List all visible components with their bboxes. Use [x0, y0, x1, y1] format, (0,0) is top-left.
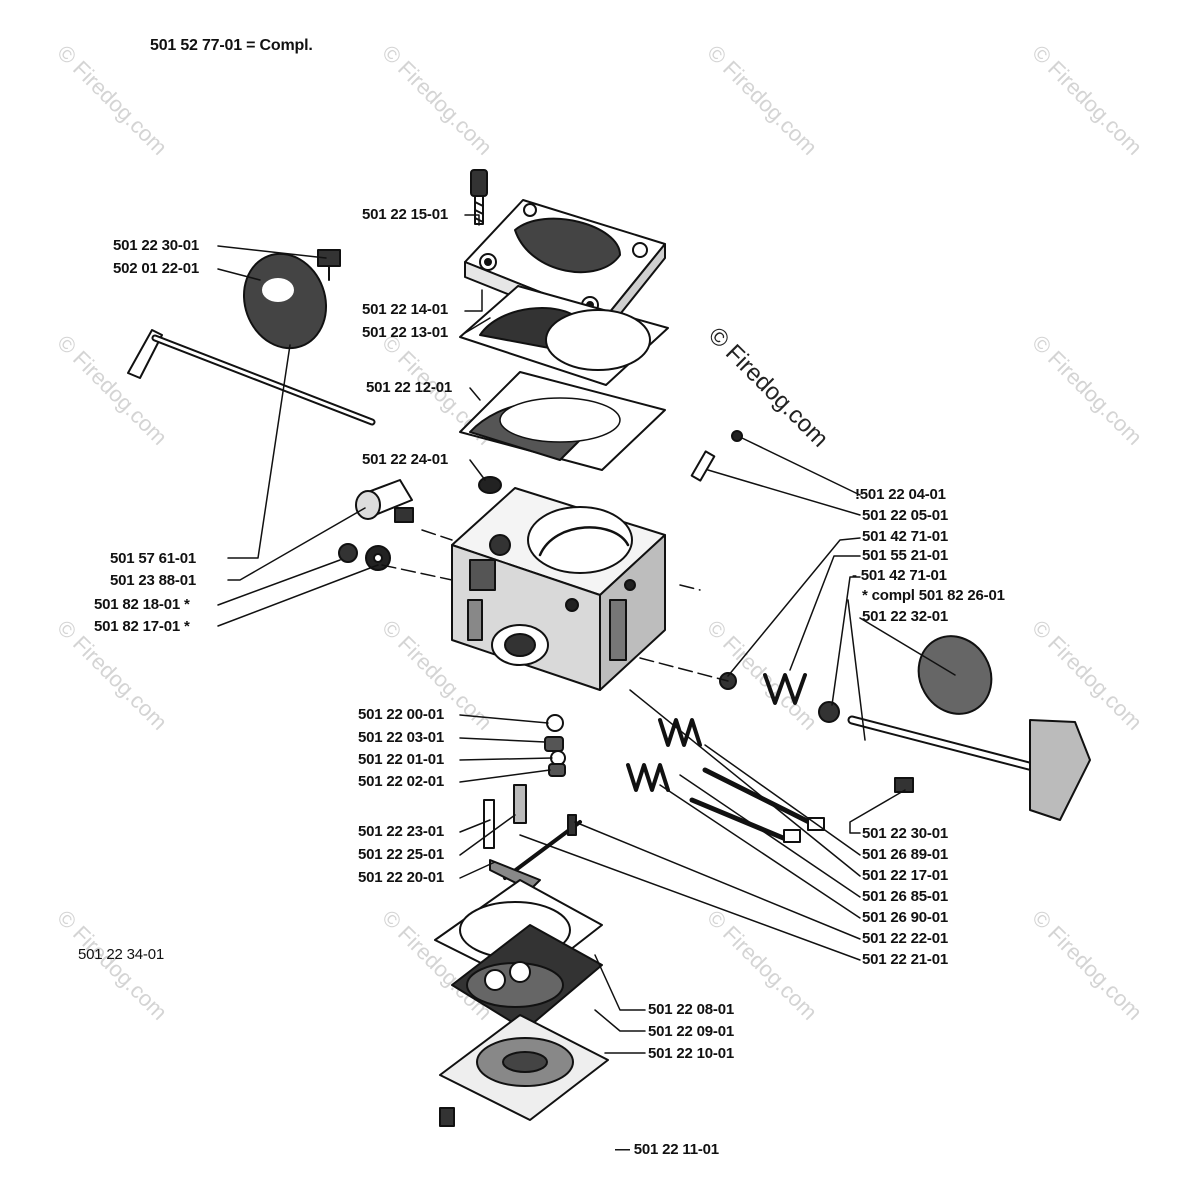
part-label: 501 22 12-01 [366, 379, 453, 396]
part-label: 501 22 20-01 [358, 869, 445, 886]
part-label: 501 22 22-01 [862, 930, 949, 947]
part-label: 501 22 30-01 [113, 237, 200, 254]
part-label: 501 22 02-01 [358, 773, 445, 790]
part-label: 502 01 22-01 [113, 260, 200, 277]
part-label: 501 22 14-01 [362, 301, 449, 318]
part-label: * compl 501 82 26-01 [862, 587, 1005, 604]
metering-section [434, 879, 609, 1127]
part-label: 501 22 15-01 [362, 206, 449, 223]
part-label: 501 22 13-01 [362, 324, 449, 341]
part-label: 501 22 23-01 [358, 823, 445, 840]
part-label: 501 26 90-01 [862, 909, 949, 926]
part-label: 501 26 89-01 [862, 846, 949, 863]
assembly-axes [381, 529, 729, 682]
small-gasket [478, 476, 502, 494]
part-label: 501 42 71-01 [862, 528, 949, 545]
part-label: 501 22 01-01 [358, 751, 445, 768]
part-label: 501 55 21-01 [862, 547, 949, 564]
choke-shaft [127, 249, 376, 426]
part-label: 501 22 08-01 [648, 1001, 735, 1018]
part-label: 501 22 00-01 [358, 706, 445, 723]
part-label: 501 82 17-01 * [94, 618, 190, 635]
part-label: 501 82 18-01 * [94, 596, 190, 613]
part-label: 501 22 21-01 [862, 951, 949, 968]
part-label: 501 22 05-01 [862, 507, 949, 524]
part-label: 501 22 17-01 [862, 867, 949, 884]
part-label: 501 22 32-01 [862, 608, 949, 625]
part-label: — 501 22 11-01 [615, 1141, 719, 1158]
part-label: 501 57 61-01 [110, 550, 197, 567]
carburetor-body [451, 487, 666, 691]
part-label: 501 22 24-01 [362, 451, 449, 468]
part-label: 501 22 09-01 [648, 1023, 735, 1040]
part-label: 501 22 10-01 [648, 1045, 735, 1062]
part-label: 501 22 34-01 [78, 946, 165, 963]
pump-diaphragm [459, 371, 666, 471]
part-label: 501 26 85-01 [862, 888, 949, 905]
leader-lines [217, 214, 956, 1054]
part-label: 501 22 25-01 [358, 846, 445, 863]
part-label: 501 22 03-01 [358, 729, 445, 746]
part-label: - 501 42 71-01 [852, 567, 947, 584]
needle-valve-parts [483, 430, 743, 891]
part-label: 501 23 88-01 [110, 572, 197, 589]
part-label: 501 22 30-01 [862, 825, 949, 842]
part-label: !501 22 04-01 [855, 486, 946, 503]
fuel-inlet [338, 479, 414, 571]
page-title: 501 52 77-01 = Compl. [150, 37, 313, 54]
pump-gasket [459, 285, 669, 386]
